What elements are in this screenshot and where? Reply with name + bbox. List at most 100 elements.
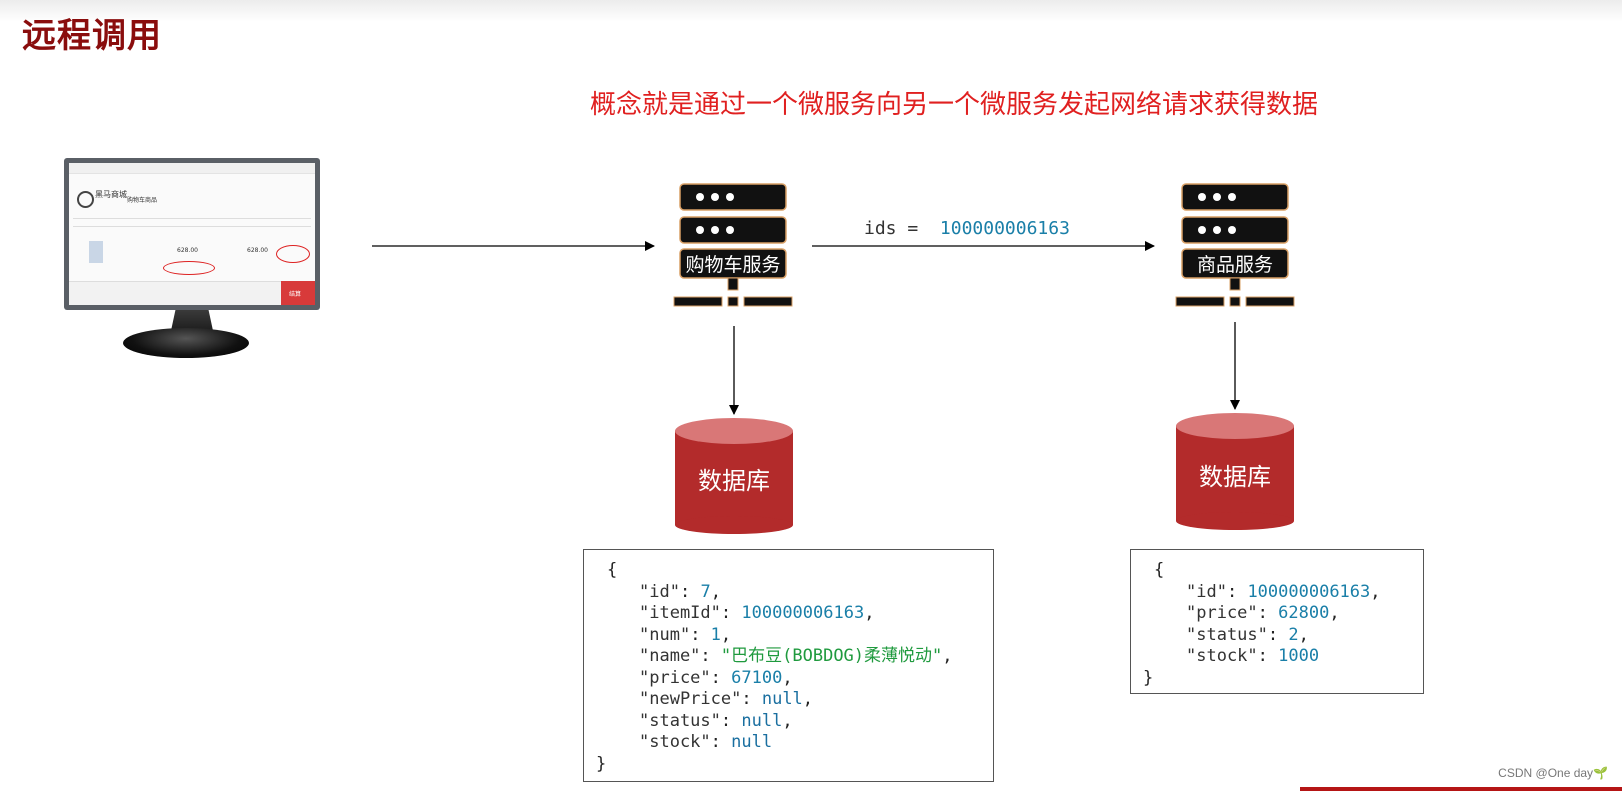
item-json-lines: "id": 100000006163,"price": 62800,"statu…	[1131, 582, 1423, 668]
json-line: "itemId": 100000006163,	[639, 603, 993, 625]
json-value: 7	[700, 581, 711, 602]
json-value: 100000006163	[1247, 581, 1371, 602]
slide-title: 远程调用	[22, 16, 162, 56]
json-line: "price": 67100,	[639, 668, 993, 690]
checkout-button	[281, 281, 315, 305]
param-value: 100000006163	[939, 218, 1070, 239]
json-line: "stock": null	[639, 732, 993, 754]
json-comma: ,	[1298, 624, 1309, 645]
json-line: "newPrice": null,	[639, 689, 993, 711]
json-comma: ,	[942, 646, 953, 666]
json-open-brace: {	[1154, 560, 1165, 580]
json-line: "name": "巴布豆(BOBDOG)柔薄悦动",	[639, 646, 993, 668]
json-separator: :	[710, 732, 732, 752]
bottom-accent-bar	[1300, 787, 1622, 791]
client-monitor-illustration: 黑马商城 购物车商品 628.00 628.00 结算	[64, 158, 322, 368]
json-separator: :	[690, 624, 711, 645]
product-subtotal: 628.00	[247, 247, 268, 254]
json-comma: ,	[782, 710, 793, 731]
json-value: null	[761, 689, 803, 709]
json-key: "id"	[639, 581, 680, 602]
cart-database-label: 数据库	[698, 467, 770, 495]
json-line: "num": 1,	[639, 625, 993, 647]
product-thumbnail	[89, 241, 103, 263]
json-separator: :	[1257, 646, 1279, 666]
json-separator: :	[1267, 624, 1289, 645]
item-service-server-icon	[1175, 183, 1295, 307]
json-line: "price": 62800,	[1186, 603, 1423, 625]
product-price: 628.00	[177, 247, 198, 254]
json-value: 1000	[1278, 646, 1320, 666]
json-key: "status"	[1186, 624, 1268, 645]
json-separator: :	[720, 603, 742, 623]
json-value: null	[731, 732, 773, 752]
cart-json-lines: "id": 7,"itemId": 100000006163,"num": 1,…	[584, 582, 993, 754]
json-key: "newPrice"	[639, 689, 742, 709]
screen-top-bar	[69, 163, 315, 174]
json-value: 67100	[731, 667, 783, 688]
json-value: 1	[710, 624, 721, 645]
json-line: "id": 7,	[639, 582, 993, 604]
cart-table-header	[73, 218, 311, 227]
slide-subtitle: 概念就是通过一个微服务向另一个微服务发起网络请求获得数据	[590, 90, 1319, 120]
json-line: "status": 2,	[1186, 625, 1423, 647]
json-value: "巴布豆(BOBDOG)柔薄悦动"	[720, 646, 943, 666]
annotation-circle	[276, 245, 310, 263]
json-value: 100000006163	[741, 603, 865, 623]
json-value: null	[741, 710, 783, 731]
cart-json-box: { "id": 7,"itemId": 100000006163,"num": …	[583, 549, 994, 782]
item-database-label: 数据库	[1199, 463, 1271, 491]
cart-service-server-icon	[673, 183, 793, 307]
checkout-label: 结算	[289, 291, 302, 298]
annotation-circle	[163, 261, 215, 275]
json-key: "num"	[639, 624, 691, 645]
json-comma: ,	[710, 581, 721, 602]
param-operator: =	[907, 218, 919, 239]
json-open-brace: {	[607, 560, 618, 580]
top-shade	[0, 0, 1622, 22]
json-separator: :	[1257, 603, 1279, 623]
json-separator: :	[679, 581, 701, 602]
json-key: "name"	[639, 646, 701, 666]
json-key: "price"	[1186, 603, 1258, 623]
cart-service-label: 购物车服务	[685, 254, 780, 276]
json-key: "stock"	[1186, 646, 1258, 666]
json-key: "id"	[1186, 581, 1227, 602]
json-separator: :	[720, 710, 742, 731]
json-value: 62800	[1278, 603, 1330, 623]
json-separator: :	[741, 689, 762, 709]
cart-label: 购物车商品	[127, 197, 158, 204]
json-value: 2	[1288, 624, 1299, 645]
monitor-bezel: 黑马商城 购物车商品 628.00 628.00 结算	[64, 158, 320, 310]
json-comma: ,	[782, 667, 793, 688]
request-parameter: ids = 100000006163	[864, 218, 1070, 239]
param-key: ids	[864, 218, 897, 239]
json-close-brace: }	[1143, 667, 1154, 688]
json-comma: ,	[802, 689, 814, 709]
json-key: "itemId"	[639, 603, 721, 623]
json-comma: ,	[1370, 581, 1381, 602]
json-separator: :	[710, 667, 732, 688]
json-key: "price"	[639, 667, 711, 688]
shop-name: 黑马商城	[95, 190, 127, 199]
json-comma: ,	[864, 603, 875, 623]
json-close-brace: }	[596, 753, 607, 774]
monitor-base	[123, 328, 249, 358]
cart-footer	[69, 281, 315, 305]
json-separator: :	[700, 646, 721, 666]
monitor-screen: 黑马商城 购物车商品 628.00 628.00 结算	[69, 163, 315, 305]
watermark: CSDN @One day🌱	[1498, 766, 1608, 780]
shop-logo-icon	[77, 191, 94, 208]
json-comma: ,	[720, 624, 732, 645]
json-comma: ,	[1329, 603, 1340, 623]
json-line: "status": null,	[639, 711, 993, 733]
json-line: "stock": 1000	[1186, 646, 1423, 668]
json-line: "id": 100000006163,	[1186, 582, 1423, 604]
json-key: "stock"	[639, 732, 711, 752]
cart-database-icon	[675, 418, 793, 534]
json-separator: :	[1226, 581, 1248, 602]
item-json-box: { "id": 100000006163,"price": 62800,"sta…	[1130, 549, 1424, 694]
item-database-icon	[1176, 413, 1294, 530]
item-service-label: 商品服务	[1197, 254, 1273, 276]
